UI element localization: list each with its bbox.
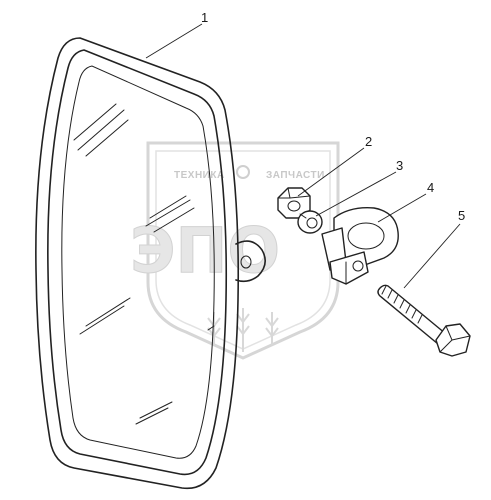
mirror-glass [61,65,215,459]
bolt-shank [377,284,447,345]
bolt [377,284,471,357]
leader-2 [297,147,365,197]
mirror-mount-boss [235,240,266,283]
mirror-frame-outer [35,37,240,490]
callout-4: 4 [427,180,434,195]
leader-1 [145,23,203,59]
leader-4 [377,193,427,223]
leaders [145,23,461,289]
callout-1: 1 [201,10,208,25]
watermark-gear-icon [236,165,250,179]
callout-3: 3 [396,158,403,173]
clamp-bolt-hole [352,260,364,272]
washer-hole [306,217,318,229]
washer [297,210,323,234]
clamp-ring-bore [347,222,385,250]
clamp [321,207,399,285]
leader-5 [403,223,461,289]
nut-body [277,187,311,219]
callout-5: 5 [458,208,465,223]
nut [277,187,311,219]
nut-hole [287,200,301,212]
watermark: ТЕХНИКА ЗАПЧАСТИ ЭПО [130,141,340,360]
bolt-thread [381,285,423,324]
watermark-letters: ЭПО [130,214,280,287]
mirror-frame-inner [47,49,228,476]
watermark-text-left: ТЕХНИКА [174,170,225,181]
mirror-glare [73,103,215,425]
watermark-shield-inner [155,150,331,350]
callout-2: 2 [365,134,372,149]
mirror [35,37,266,490]
watermark-text-right: ЗАПЧАСТИ [266,170,325,181]
watermark-wheat-icon [207,308,279,352]
mirror-mount-hole [240,255,252,269]
callout-labels: 1 2 3 4 5 [201,10,465,223]
leader-3 [315,171,397,217]
clamp-block [329,251,369,285]
